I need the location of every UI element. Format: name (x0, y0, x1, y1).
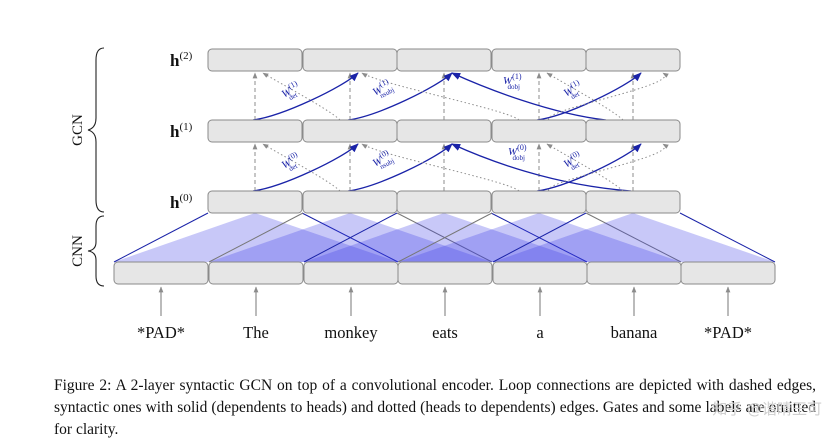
figure-caption: Figure 2: A 2-layer syntactic GCN on top… (54, 377, 816, 438)
syntactic-edge (536, 143, 642, 192)
gcn-node (396, 119, 492, 143)
gcn-node (302, 190, 398, 214)
cnn-node (208, 261, 304, 285)
gcn-node (491, 190, 587, 214)
edge-label-dobj-1: W(1)dobj (503, 72, 522, 91)
syntactic-edge (347, 143, 453, 192)
gcn-node (491, 48, 587, 72)
edge-label-nsubj-1: W(1)nsubj (369, 76, 395, 102)
gcn-node (207, 48, 303, 72)
syntactic-edge (451, 143, 632, 192)
dotted-edge (546, 143, 624, 192)
cnn-node (680, 261, 776, 285)
dotted-edge (548, 72, 669, 121)
edge-label-dobj-0: W(0)dobj (508, 143, 527, 162)
edge-label-nsubj-0: W(0)nsubj (369, 147, 395, 173)
dotted-edge (361, 143, 520, 192)
edge-label-det-0b: W(0)det (560, 149, 586, 175)
edge-label-det-1a: W(1)det (278, 79, 304, 105)
layer-boxes (113, 48, 776, 285)
dotted-edge (361, 72, 520, 121)
syntactic-edge (252, 72, 359, 121)
cnn-field-4 (493, 213, 775, 262)
cnn-node (586, 261, 682, 285)
token-label: banana (611, 323, 658, 342)
gcn-node (396, 48, 492, 72)
layer-label-h0: h(0) (170, 192, 193, 212)
gcn-node (302, 48, 398, 72)
gcn-node (585, 119, 681, 143)
layer-label-h1: h(1) (170, 121, 193, 141)
gcn-node (396, 190, 492, 214)
syntactic-edge (536, 72, 642, 121)
watermark: 知乎 @谐睛王可 (712, 400, 822, 418)
token-label: a (536, 323, 544, 342)
token-label: monkey (324, 323, 378, 342)
syntactic-edge (347, 72, 453, 121)
layer-label-h2: h(2) (170, 50, 193, 70)
cnn-node (492, 261, 588, 285)
gcn-brace (87, 47, 105, 213)
gcn-node (302, 119, 398, 143)
input-tokens: *PAD* The monkey eats a banana *PAD* (137, 286, 752, 342)
cnn-field-edge (585, 212, 682, 263)
syntactic-edge (252, 143, 359, 192)
cnn-field-edge (303, 212, 398, 263)
token-label: *PAD* (704, 323, 752, 342)
gcn-node (207, 190, 303, 214)
cnn-label: CNN (70, 235, 86, 267)
cnn-node (397, 261, 493, 285)
dotted-edge (262, 143, 341, 192)
edge-label-det-0a: W(0)det (278, 150, 304, 176)
gcn-node (491, 119, 587, 143)
cnn-node (113, 261, 209, 285)
edge-labels-layer0: W(0)det W(0)nsubj W(0)dobj W(0)det (278, 143, 586, 176)
gcn-node (207, 119, 303, 143)
syntactic-edge (451, 72, 607, 121)
cnn-receptive-fields (113, 212, 776, 263)
cnn-field-edge (492, 212, 587, 263)
gcn-edges (252, 72, 669, 192)
gcn-node (585, 190, 681, 214)
gcn-node (585, 48, 681, 72)
cnn-field-edge (208, 212, 304, 263)
cnn-brace (87, 215, 105, 287)
token-label: The (243, 323, 269, 342)
gcn-label: GCN (70, 114, 86, 146)
token-label: eats (432, 323, 458, 342)
dotted-edge (548, 143, 669, 192)
dotted-edge (546, 72, 624, 121)
edge-labels-layer1: W(1)det W(1)nsubj W(1)dobj W(1)det (278, 72, 586, 105)
cnn-field-edge (679, 212, 776, 263)
cnn-field-edge (397, 212, 493, 263)
edge-label-det-1b: W(1)det (560, 78, 586, 104)
cnn-node (303, 261, 399, 285)
gcn-diagram: GCN CNN h(2) h(1) h(0) W(1)det W(1)nsubj… (70, 47, 776, 342)
dotted-edge (262, 72, 341, 121)
cnn-field-edge (113, 212, 209, 263)
token-label: *PAD* (137, 323, 185, 342)
